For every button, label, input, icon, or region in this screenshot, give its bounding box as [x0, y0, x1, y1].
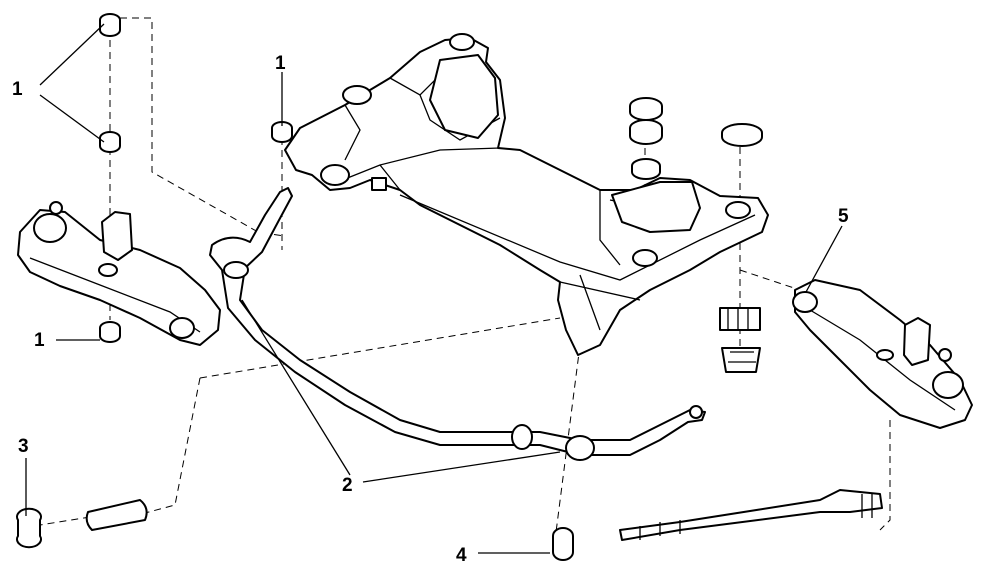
left-lower-control-arm — [17, 201, 221, 346]
stabilizer-bar — [209, 187, 706, 461]
callout-1-upper-left: 1 — [12, 79, 23, 100]
right-lower-control-arm — [792, 279, 973, 429]
subframe-crossmember — [284, 33, 769, 356]
callout-1-lower-left: 1 — [34, 330, 45, 351]
callout-2: 2 — [342, 475, 353, 496]
callout-4: 4 — [456, 545, 467, 566]
callout-3: 3 — [18, 436, 29, 457]
tension-rod — [619, 489, 883, 541]
mount-bushes-right — [629, 97, 763, 373]
leader-lines — [25, 23, 843, 554]
washers-item-1 — [99, 13, 293, 343]
callout-5: 5 — [838, 206, 849, 227]
bushing-item-4 — [552, 527, 574, 561]
bushing-item-3 — [16, 499, 148, 549]
callout-1-top-center: 1 — [275, 53, 286, 74]
